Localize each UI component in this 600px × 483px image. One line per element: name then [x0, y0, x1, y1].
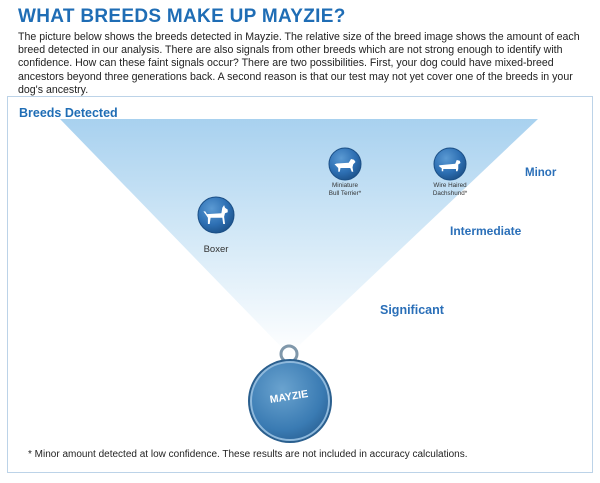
boxer-badge [197, 196, 235, 234]
breed-label-boxer: Boxer [203, 244, 229, 255]
breeds-detected-panel: Breeds Detected [7, 96, 593, 473]
level-label-minor: Minor [525, 167, 557, 179]
boxer-dog-icon [203, 205, 228, 224]
bull-terrier-dog-icon [334, 159, 356, 172]
level-label-intermediate: Intermediate [450, 224, 522, 238]
level-label-significant: Significant [380, 303, 444, 317]
footnote: * Minor amount detected at low confidenc… [28, 449, 468, 460]
wire-haired-dachshund-badge [433, 147, 467, 181]
funnel-shape [60, 119, 538, 355]
breed-label-miniature-bull-terrier: Miniature Bull Terrier* [328, 182, 362, 197]
page-title: WHAT BREEDS MAKE UP MAYZIE? [18, 6, 346, 27]
breeds-detected-heading: Breeds Detected [19, 106, 118, 120]
breed-label-wire-haired-dachshund: Wire Haired Dachshund* [432, 182, 468, 197]
miniature-bull-terrier-badge [328, 147, 362, 181]
intro-paragraph: The picture below shows the breeds detec… [18, 31, 580, 96]
dachshund-dog-icon [438, 160, 461, 172]
breed-funnel-diagram [60, 119, 538, 443]
